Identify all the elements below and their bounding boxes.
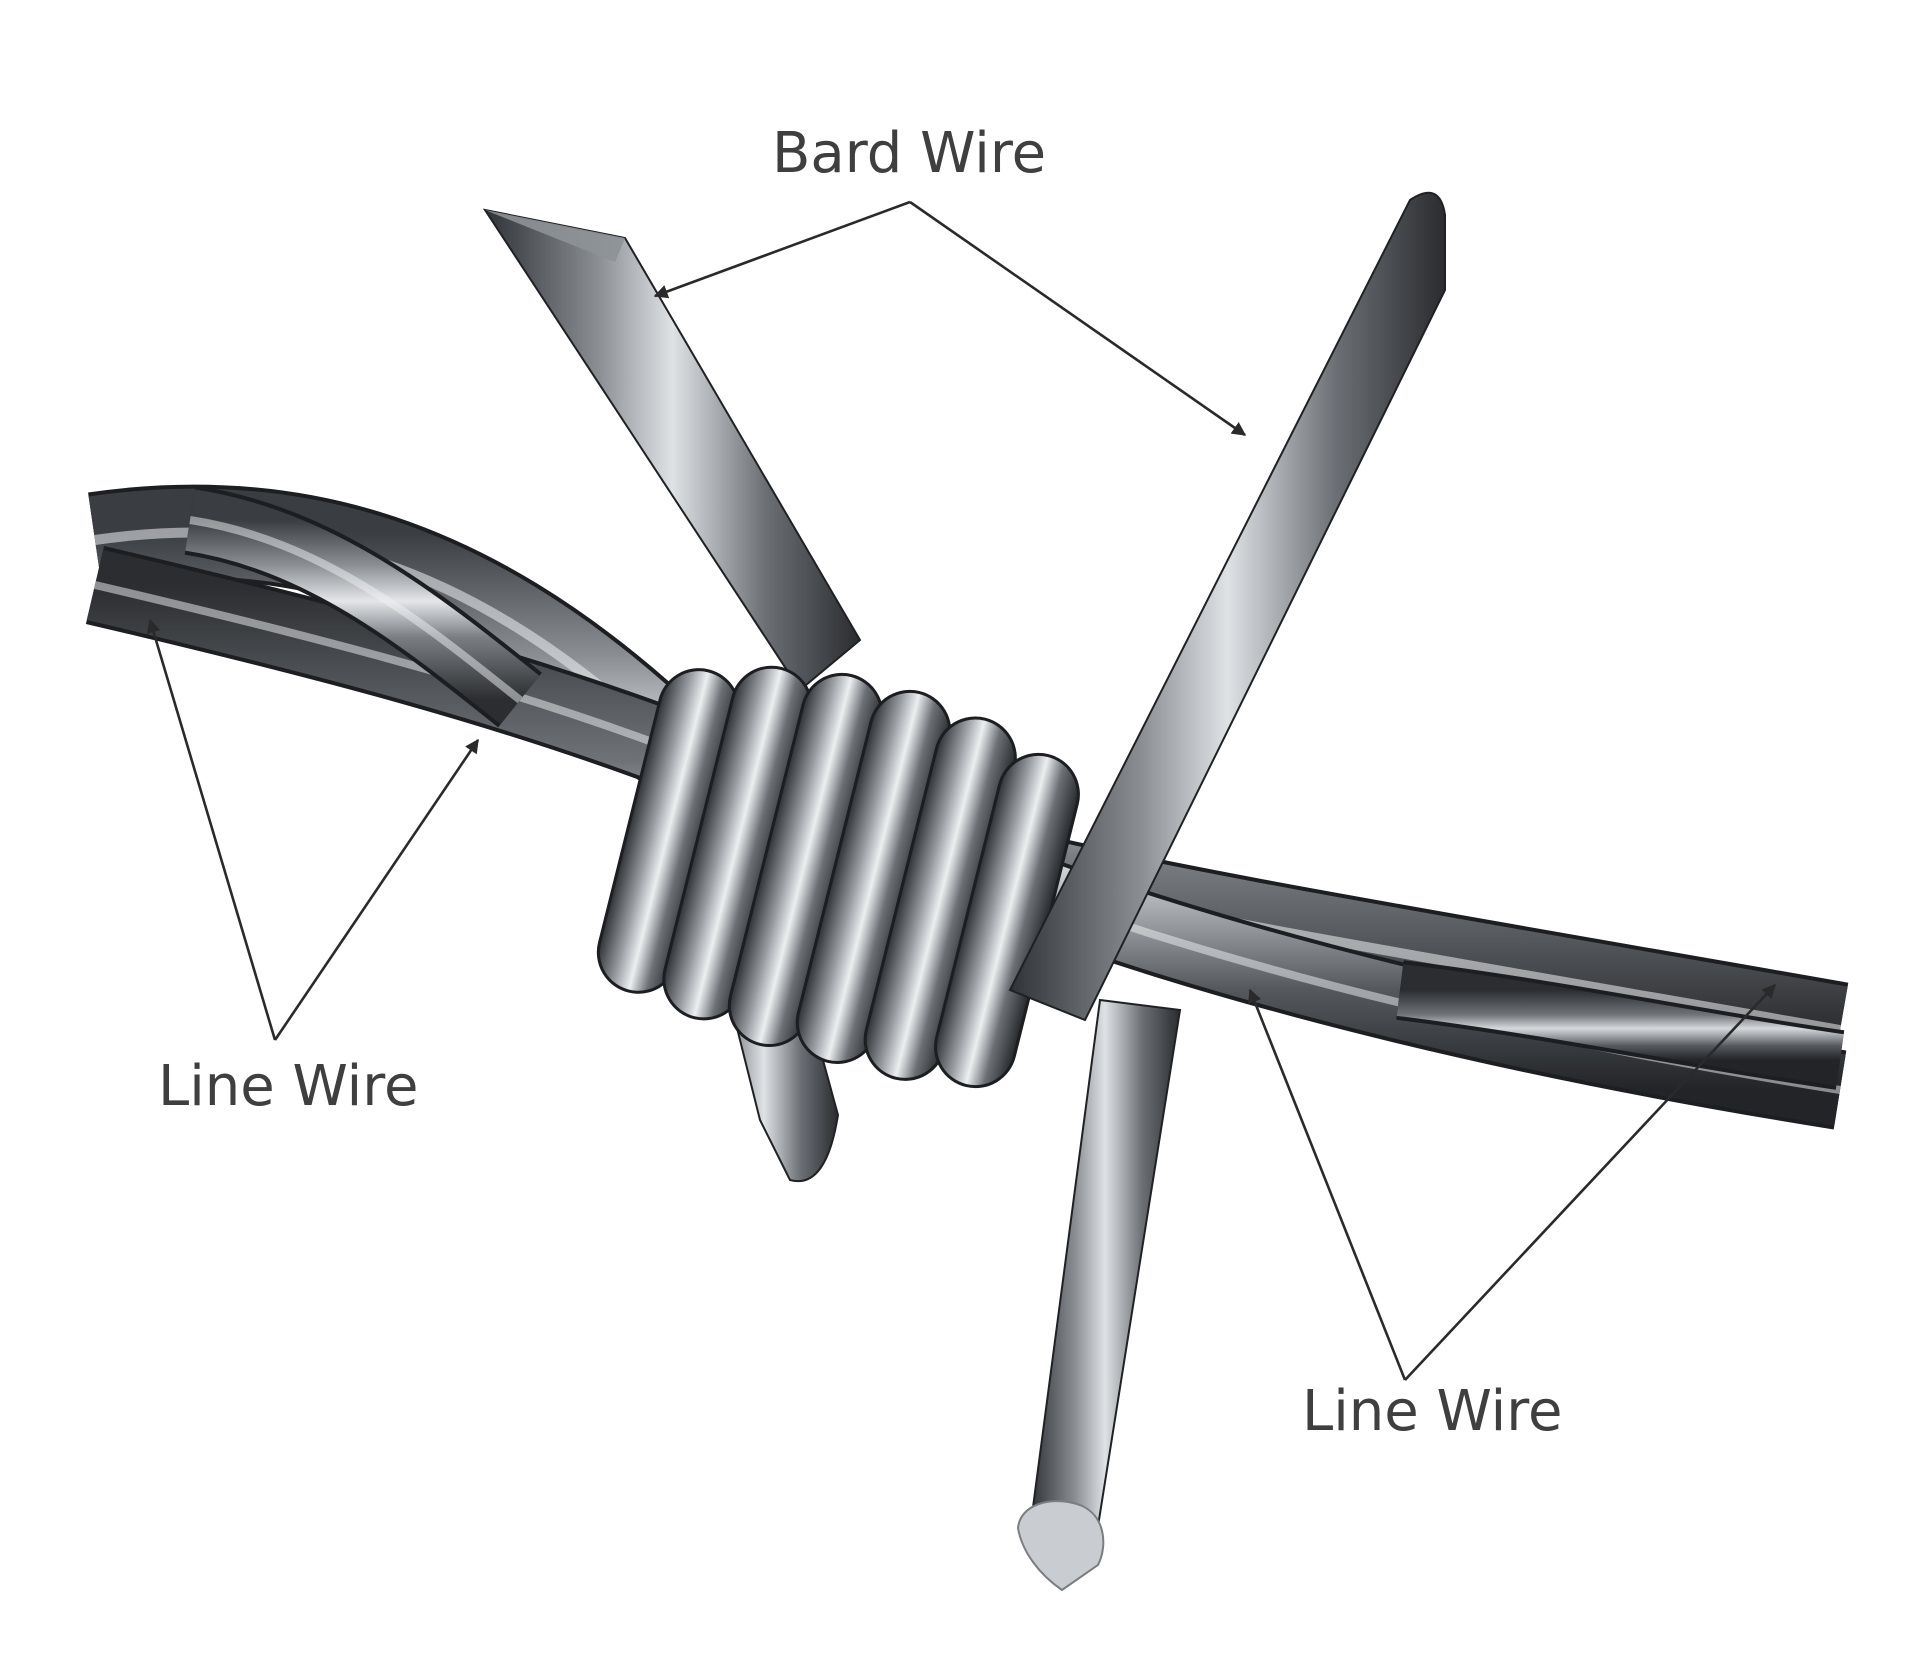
barb-upper-right — [1008, 191, 1446, 1022]
leader-right-line-wire-1 — [1248, 988, 1407, 1381]
line-wire-twist-left — [184, 485, 542, 728]
leader-lines — [146, 200, 1776, 1381]
barb-coil-wrap — [596, 665, 1080, 1089]
leader-barb-to-right-barb — [909, 200, 1247, 437]
leader-right-line-wire-2 — [1404, 983, 1776, 1381]
label-bard-wire: Bard Wire — [772, 121, 1046, 186]
leader-left-line-wire-2 — [273, 738, 480, 1041]
leader-barb-to-left-barb — [653, 200, 911, 299]
leader-left-line-wire-1 — [146, 618, 277, 1041]
label-line-wire-left: Line Wire — [158, 1054, 418, 1119]
line-wire-twist-right — [1396, 960, 1845, 1090]
label-line-wire-right: Line Wire — [1302, 1379, 1562, 1444]
barb-lower-right — [1016, 998, 1182, 1592]
barb-upper-left — [482, 208, 862, 692]
